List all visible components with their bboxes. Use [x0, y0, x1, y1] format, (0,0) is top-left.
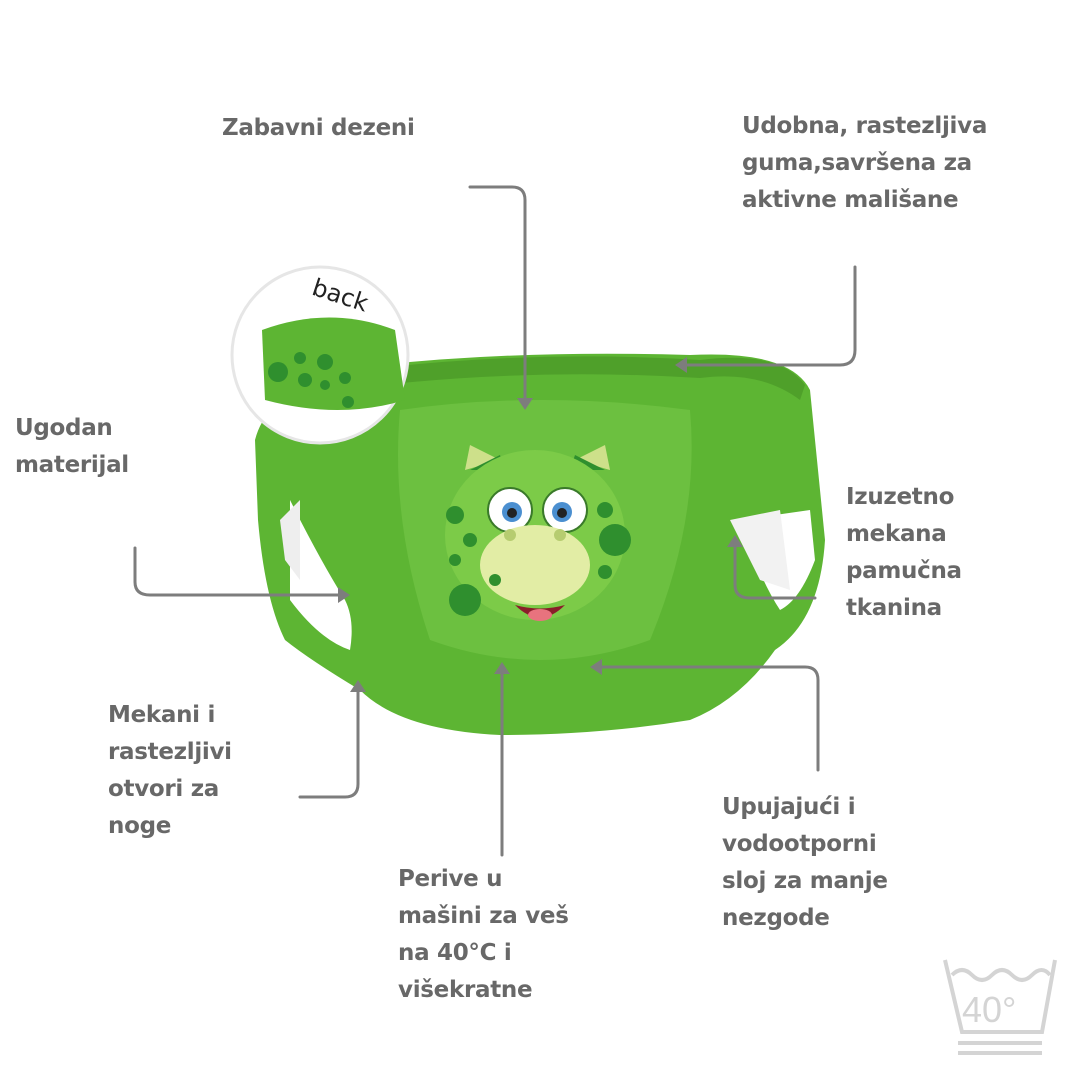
callout-lines — [133, 185, 857, 857]
label-leg-openings: Mekani i rastezljivi otvori za noge — [108, 702, 232, 839]
label-washable: Perive u mašini za veš na 40°C i višekra… — [398, 866, 569, 1003]
dino-face-graphic — [445, 445, 631, 621]
wash-40-icon: 40° — [943, 959, 1057, 1055]
wash-temperature-label: 40° — [962, 989, 1016, 1030]
label-absorbent-layer: Upujajući i vodootporni sloj za manje ne… — [722, 794, 888, 931]
label-elastic-band: Udobna, rastezljiva guma,savršena za akt… — [742, 113, 988, 213]
back-view-inset: back — [230, 265, 410, 445]
label-comfortable-material: Ugodan materijal — [15, 415, 129, 478]
training-pants — [255, 353, 825, 735]
arrow-heads — [338, 357, 743, 692]
label-soft-cotton: Izuzetno mekana pamučna tkanina — [846, 484, 962, 621]
label-fun-patterns: Zabavni dezeni — [222, 115, 415, 141]
